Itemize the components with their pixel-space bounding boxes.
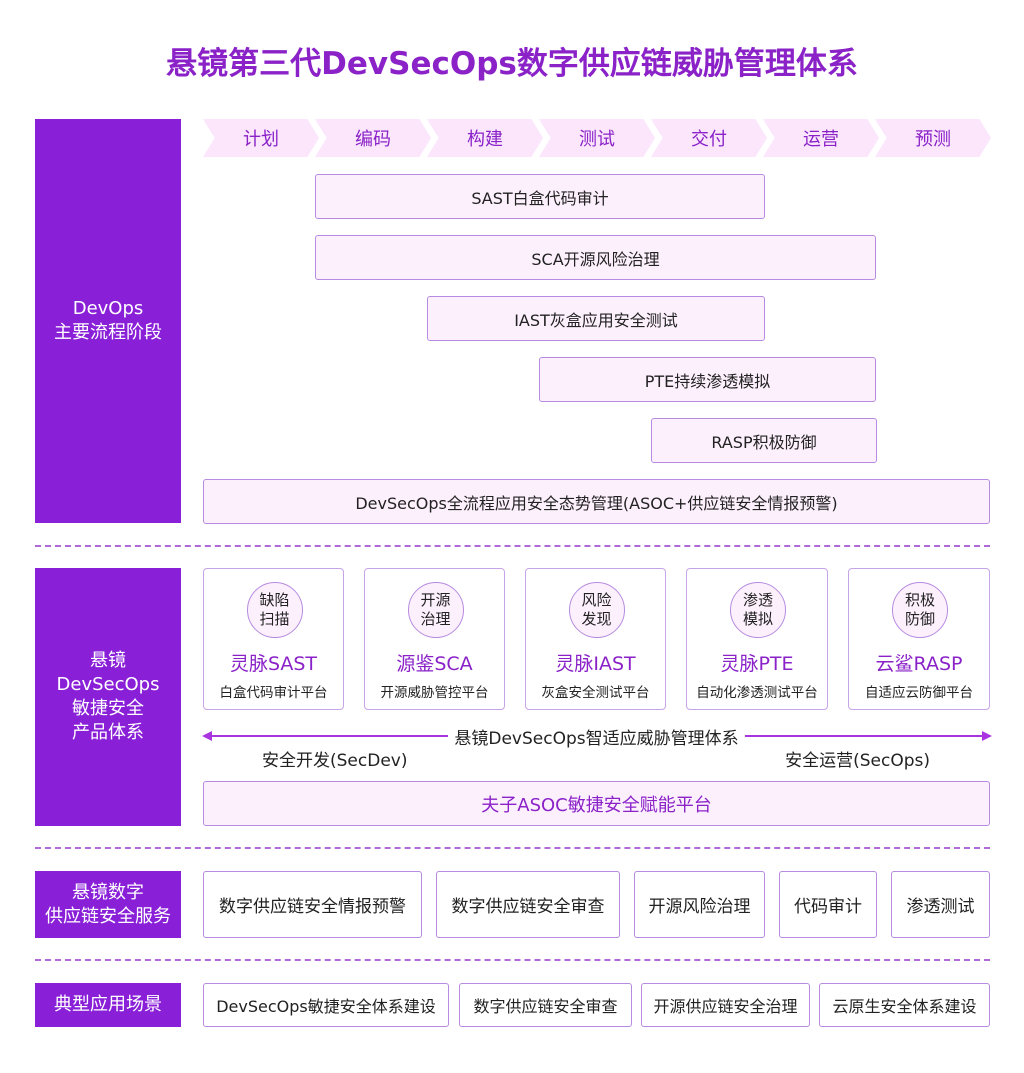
service-item: 渗透测试 bbox=[891, 871, 990, 938]
bar-sast: SAST白盒代码审计 bbox=[315, 174, 765, 219]
stage-code: 编码 bbox=[315, 119, 431, 157]
product-tag: 风险 发现 bbox=[568, 582, 625, 638]
product-desc: 自适应云防御平台 bbox=[865, 685, 973, 701]
stage-test: 测试 bbox=[539, 119, 655, 157]
service-item: 数字供应链安全审查 bbox=[436, 871, 620, 938]
product-card-pte: 渗透 模拟 灵脉PTE 自动化渗透测试平台 bbox=[686, 568, 828, 710]
product-desc: 灰盒安全测试平台 bbox=[541, 685, 650, 701]
product-tag: 开源 治理 bbox=[407, 582, 464, 638]
service-item: 数字供应链安全情报预警 bbox=[203, 871, 422, 938]
bar-asoc: DevSecOps全流程应用安全态势管理(ASOC+供应链安全情报预警) bbox=[203, 479, 990, 524]
bar-pte: PTE持续渗透模拟 bbox=[539, 357, 876, 402]
arrow-label-wrap: 悬镜DevSecOps智适应威胁管理体系 bbox=[0, 724, 1024, 749]
stage-predict: 预测 bbox=[875, 119, 991, 157]
stage-deliver: 交付 bbox=[651, 119, 767, 157]
scenario-item: 开源供应链安全治理 bbox=[641, 983, 810, 1027]
product-desc: 自动化渗透测试平台 bbox=[696, 685, 818, 701]
product-tag: 积极 防御 bbox=[892, 582, 948, 638]
stage-plan: 计划 bbox=[203, 119, 319, 157]
scenario-item: 数字供应链安全审查 bbox=[459, 983, 632, 1027]
stage-operate: 运营 bbox=[763, 119, 879, 157]
scenario-item: DevSecOps敏捷安全体系建设 bbox=[203, 983, 449, 1027]
product-name: 灵脉PTE bbox=[720, 653, 794, 675]
product-card-rasp: 积极 防御 云鲨RASP 自适应云防御平台 bbox=[848, 568, 990, 710]
section-services: 悬镜数字 供应链安全服务 bbox=[35, 871, 181, 938]
product-card-iast: 风险 发现 灵脉IAST 灰盒安全测试平台 bbox=[525, 568, 666, 710]
product-tag: 渗透 模拟 bbox=[730, 582, 786, 638]
page-title: 悬镜第三代DevSecOps数字供应链威胁管理体系 bbox=[166, 46, 858, 82]
product-desc: 白盒代码审计平台 bbox=[219, 685, 328, 701]
arrow-label: 悬镜DevSecOps智适应威胁管理体系 bbox=[448, 729, 745, 749]
divider bbox=[35, 959, 990, 961]
product-desc: 开源威胁管控平台 bbox=[380, 685, 489, 701]
service-item: 代码审计 bbox=[779, 871, 877, 938]
product-name: 灵脉SAST bbox=[229, 653, 318, 675]
stage-build: 构建 bbox=[427, 119, 543, 157]
secdev-label: 安全开发(SecDev) bbox=[262, 751, 408, 771]
section-products: 悬镜 DevSecOps 敏捷安全 产品体系 bbox=[35, 568, 181, 826]
section-scenarios: 典型应用场景 bbox=[35, 983, 181, 1027]
product-tag: 缺陷 扫描 bbox=[246, 582, 303, 638]
scenario-item: 云原生安全体系建设 bbox=[819, 983, 990, 1027]
product-card-sca: 开源 治理 源鉴SCA 开源威胁管控平台 bbox=[364, 568, 505, 710]
asoc-platform: 夫子ASOC敏捷安全赋能平台 bbox=[203, 781, 990, 826]
divider bbox=[35, 847, 990, 849]
service-item: 开源风险治理 bbox=[634, 871, 765, 938]
bar-rasp: RASP积极防御 bbox=[651, 418, 877, 463]
product-card-sast: 缺陷 扫描 灵脉SAST 白盒代码审计平台 bbox=[203, 568, 344, 710]
product-name: 云鲨RASP bbox=[875, 653, 963, 675]
bar-sca: SCA开源风险治理 bbox=[315, 235, 876, 280]
bar-iast: IAST灰盒应用安全测试 bbox=[427, 296, 765, 341]
section-devops: DevOps 主要流程阶段 bbox=[35, 119, 181, 523]
secops-label: 安全运营(SecOps) bbox=[785, 751, 930, 771]
product-name: 源鉴SCA bbox=[396, 653, 473, 675]
product-name: 灵脉IAST bbox=[555, 653, 636, 675]
divider bbox=[35, 545, 990, 547]
